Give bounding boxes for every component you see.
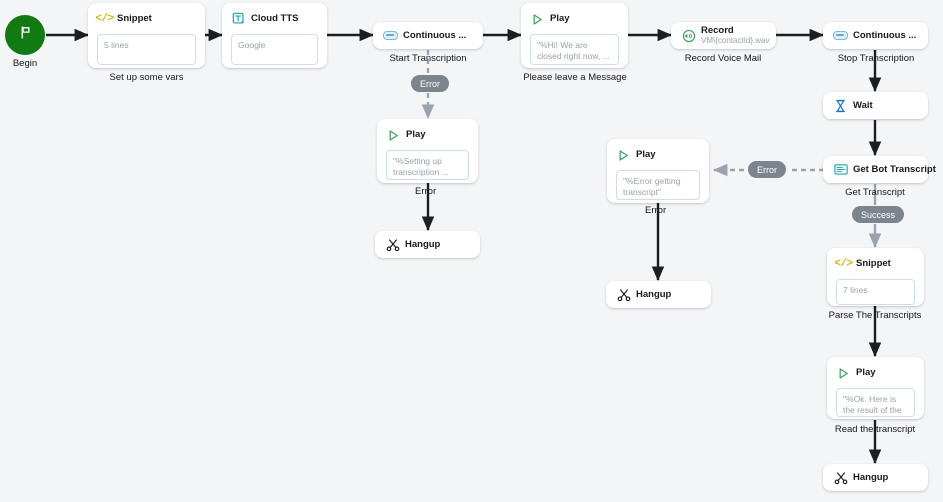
node-hangup-left[interactable]: Hangup bbox=[375, 231, 480, 258]
play-icon bbox=[530, 12, 545, 27]
node-title: Snippet bbox=[117, 13, 152, 25]
code-snippet-icon: </> bbox=[834, 258, 853, 270]
hangup-scissors-icon bbox=[833, 470, 848, 485]
record-icon bbox=[681, 28, 696, 43]
snippet-lines-field[interactable]: 7 lines bbox=[836, 279, 915, 305]
node-title: Continuous ... bbox=[853, 29, 917, 41]
node-play-setup-error[interactable]: Play "%Setting up transcription ... bbox=[377, 119, 478, 183]
hourglass-icon bbox=[833, 98, 848, 113]
hangup-scissors-icon bbox=[616, 287, 631, 302]
snippet-lines-field[interactable]: 5 lines bbox=[97, 34, 196, 65]
node-record-voicemail[interactable]: Record VM\{contactId}.wav bbox=[671, 22, 776, 49]
node-title: Hangup bbox=[853, 471, 889, 483]
node-header: Hangup bbox=[375, 231, 480, 258]
node-header: Get Bot Transcript bbox=[823, 156, 936, 183]
node-title: Play bbox=[406, 129, 426, 141]
node-title: Play bbox=[856, 367, 876, 379]
node-header: Hangup bbox=[823, 464, 928, 491]
play-icon bbox=[616, 148, 631, 163]
node-title: Wait bbox=[853, 99, 873, 111]
edge-label-error-middle: Error bbox=[645, 205, 667, 216]
play-text-field[interactable]: "%Ok. Here is the result of the ... bbox=[836, 388, 915, 417]
node-snippet-parse[interactable]: </> Snippet 7 lines bbox=[827, 248, 924, 306]
caption-record-voicemail: Record Voice Mail bbox=[684, 53, 762, 64]
node-title: Cloud TTS bbox=[251, 13, 299, 25]
node-title: Get Bot Transcript bbox=[853, 163, 936, 175]
cloud-tts-icon bbox=[231, 12, 246, 27]
node-title: Record bbox=[701, 24, 734, 36]
node-subtitle: VM\{contactId}.wav bbox=[701, 35, 770, 45]
node-header: Play bbox=[521, 3, 628, 29]
code-snippet-icon: </> bbox=[95, 13, 114, 25]
node-stop-transcription[interactable]: Continuous ... bbox=[823, 22, 928, 49]
caption-snippet-setup: Set up some vars bbox=[109, 72, 184, 83]
node-cloud-tts[interactable]: Cloud TTS Google bbox=[222, 3, 327, 68]
node-get-bot-transcript[interactable]: Get Bot Transcript bbox=[823, 156, 936, 183]
hangup-scissors-icon bbox=[385, 237, 400, 252]
caption-stop-transcription: Stop Transcription bbox=[837, 53, 915, 64]
node-header: Cloud TTS bbox=[222, 3, 327, 29]
badge-error-start-transcription[interactable]: Error bbox=[411, 75, 449, 92]
caption-parse-transcripts: Parse The Transcripts bbox=[828, 310, 922, 321]
node-header: </> Snippet bbox=[88, 3, 205, 29]
transcript-icon bbox=[833, 162, 848, 177]
node-header: Play bbox=[827, 357, 924, 383]
play-text-field[interactable]: "%Setting up transcription ... bbox=[386, 150, 469, 180]
node-header: Play bbox=[607, 139, 709, 165]
node-title: Hangup bbox=[636, 288, 672, 300]
begin-caption: Begin bbox=[12, 58, 38, 69]
badge-success-get-transcript[interactable]: Success bbox=[852, 206, 905, 223]
caption-start-transcription: Start Transcription bbox=[389, 53, 467, 64]
node-hangup-middle[interactable]: Hangup bbox=[606, 281, 711, 308]
node-hangup-right[interactable]: Hangup bbox=[823, 464, 928, 491]
play-text-field[interactable]: "%Hi! We are closed right now, ... bbox=[530, 34, 619, 65]
caption-get-transcript: Get Transcript bbox=[845, 187, 905, 198]
node-header: Record VM\{contactId}.wav bbox=[671, 22, 776, 49]
node-header: </> Snippet bbox=[827, 248, 924, 274]
edge-label-error-setup: Error bbox=[415, 186, 437, 197]
play-icon bbox=[836, 366, 851, 381]
flag-icon bbox=[18, 25, 33, 45]
begin-node[interactable] bbox=[5, 15, 45, 55]
node-header: Continuous ... bbox=[823, 22, 928, 49]
node-title: Snippet bbox=[856, 258, 891, 270]
caption-play-greeting: Please leave a Message bbox=[523, 72, 627, 83]
continuous-pill-icon bbox=[833, 28, 848, 43]
node-header: Continuous ... bbox=[373, 22, 483, 49]
play-icon bbox=[386, 128, 401, 143]
node-play-result[interactable]: Play "%Ok. Here is the result of the ... bbox=[827, 357, 924, 419]
node-header: Wait bbox=[823, 92, 928, 119]
node-header: Play bbox=[377, 119, 478, 145]
node-title: Play bbox=[550, 13, 570, 25]
play-text-field[interactable]: "%Error getting transcript" bbox=[616, 170, 700, 200]
node-play-transcript-error[interactable]: Play "%Error getting transcript" bbox=[607, 139, 709, 203]
node-header: Hangup bbox=[606, 281, 711, 308]
tts-provider-field[interactable]: Google bbox=[231, 34, 318, 65]
node-snippet-setup[interactable]: </> Snippet 5 lines bbox=[88, 3, 205, 68]
node-title: Continuous ... bbox=[403, 29, 467, 41]
badge-error-get-transcript[interactable]: Error bbox=[748, 161, 786, 178]
node-start-transcription[interactable]: Continuous ... bbox=[373, 22, 483, 49]
continuous-pill-icon bbox=[383, 28, 398, 43]
node-title: Hangup bbox=[405, 238, 441, 250]
node-wait[interactable]: Wait bbox=[823, 92, 928, 119]
caption-read-transcript: Read the transcript bbox=[834, 424, 916, 435]
node-play-greeting[interactable]: Play "%Hi! We are closed right now, ... bbox=[521, 3, 628, 68]
node-title: Play bbox=[636, 149, 656, 161]
